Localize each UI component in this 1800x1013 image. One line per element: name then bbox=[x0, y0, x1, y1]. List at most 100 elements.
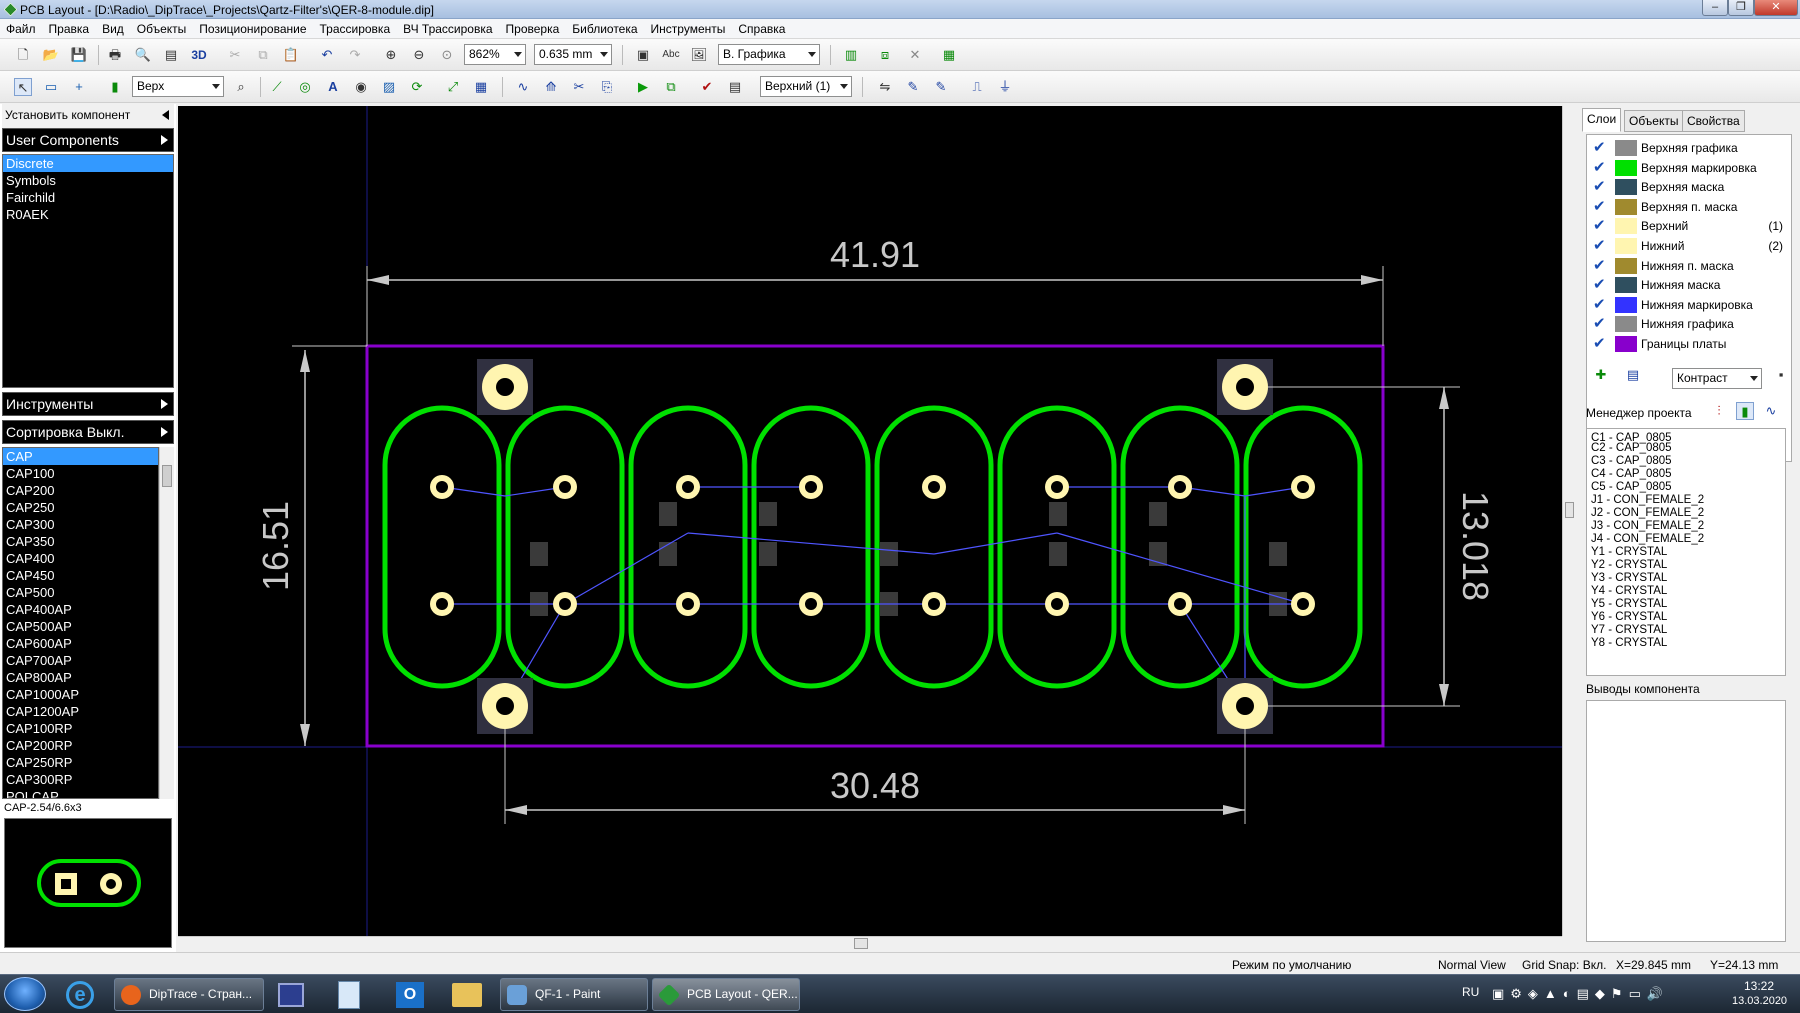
grid-icon[interactable]: ▦ bbox=[474, 79, 488, 94]
tools-header[interactable]: Инструменты bbox=[2, 392, 174, 416]
component-list-item[interactable]: CAP1200AP bbox=[6, 704, 79, 719]
via-icon[interactable]: ◎ bbox=[299, 79, 311, 94]
layer-color-swatch[interactable] bbox=[1615, 296, 1637, 313]
checkmark-icon[interactable]: ✔ bbox=[1593, 295, 1606, 313]
checkmark-icon[interactable]: ✔ bbox=[1593, 139, 1606, 156]
canvas-horizontal-scrollbar[interactable] bbox=[178, 936, 1562, 950]
layer-row[interactable]: ✔Нижний(2) bbox=[1591, 237, 1787, 256]
list-item[interactable]: Fairchild bbox=[6, 190, 56, 205]
component-list-scrollbar[interactable] bbox=[159, 447, 174, 799]
layer-row[interactable]: ✔Нижняя маска bbox=[1591, 276, 1787, 295]
layer-row[interactable]: ✔Верхняя маска bbox=[1591, 178, 1787, 197]
checkmark-icon[interactable]: ✔ bbox=[1593, 315, 1606, 333]
minimize-button[interactable]: – bbox=[1702, 0, 1728, 16]
part-list-item[interactable]: J4 - CON_FEMALE_2 bbox=[1591, 533, 1705, 545]
net-highlight-icon[interactable]: ⇋ bbox=[879, 79, 891, 94]
layer-icon[interactable]: ▮ bbox=[111, 79, 119, 94]
drc-check-icon[interactable]: ✔ bbox=[701, 79, 713, 94]
menu-tools[interactable]: Инструменты bbox=[650, 22, 726, 36]
net-edit-icon[interactable]: ✎ bbox=[907, 79, 919, 94]
board-outline-icon[interactable]: ▥ bbox=[844, 47, 858, 62]
component-list-item[interactable]: CAP100 bbox=[6, 466, 55, 481]
layer-color-swatch[interactable] bbox=[1615, 238, 1637, 254]
layer-color-swatch[interactable] bbox=[1615, 159, 1637, 176]
pm-nets-icon[interactable]: ∿ bbox=[1765, 403, 1777, 418]
unroute-icon[interactable]: ✕ bbox=[909, 47, 921, 62]
copper-pour-icon[interactable]: ▨ bbox=[382, 79, 396, 94]
checkmark-icon[interactable]: ✔ bbox=[1593, 276, 1606, 294]
scroll-thumb[interactable] bbox=[162, 465, 172, 487]
component-list-item[interactable]: CAP400AP bbox=[6, 602, 72, 617]
part-list-item[interactable]: Y4 - CRYSTAL bbox=[1591, 585, 1668, 597]
menu-rf-route[interactable]: ВЧ Трассировка bbox=[403, 22, 493, 36]
origin-icon[interactable]: + bbox=[75, 79, 83, 94]
layer-row[interactable]: ✔Верхняя маркировка bbox=[1591, 159, 1787, 178]
user-components-header[interactable]: User Components bbox=[2, 128, 174, 152]
part-list-item[interactable]: C1 - CAP_0805 bbox=[1591, 432, 1672, 444]
collapse-left-icon[interactable] bbox=[162, 110, 169, 120]
part-list-item[interactable]: J2 - CON_FEMALE_2 bbox=[1591, 507, 1705, 519]
part-list-item[interactable]: Y2 - CRYSTAL bbox=[1591, 559, 1668, 571]
diff-pair-icon[interactable]: ⏚ bbox=[998, 79, 1012, 94]
language-indicator[interactable]: RU bbox=[1462, 985, 1480, 999]
component-list-item[interactable]: CAP200 bbox=[6, 483, 55, 498]
menu-placement[interactable]: Позиционирование bbox=[199, 22, 307, 36]
redo-icon[interactable]: ↷ bbox=[349, 47, 361, 62]
part-list-item[interactable]: C2 - CAP_0805 bbox=[1591, 442, 1672, 454]
component-list-item[interactable]: CAP100RP bbox=[6, 721, 73, 736]
part-list-item[interactable]: J3 - CON_FEMALE_2 bbox=[1591, 520, 1705, 532]
layer-row[interactable]: ✔Нижняя п. маска bbox=[1591, 257, 1787, 276]
route-cut-icon[interactable]: ✂ bbox=[573, 79, 585, 94]
pm-filter-icon[interactable]: ⫶ bbox=[1717, 403, 1721, 418]
select-pointer-icon[interactable]: ↖ bbox=[14, 78, 32, 96]
paste-icon[interactable]: 📋 bbox=[282, 47, 300, 62]
route-copy-icon[interactable]: ⎘ bbox=[601, 79, 613, 94]
folder-icon[interactable] bbox=[452, 983, 482, 1007]
component-list-item[interactable]: CAP600AP bbox=[6, 636, 72, 651]
component-list-item[interactable]: CAP400 bbox=[6, 551, 55, 566]
part-list-item[interactable]: Y7 - CRYSTAL bbox=[1591, 624, 1668, 636]
component-list-item[interactable]: CAP bbox=[3, 448, 158, 465]
checkmark-icon[interactable]: ✔ bbox=[1593, 237, 1606, 254]
pan-icon[interactable]: ▭ bbox=[44, 79, 58, 94]
part-list-item[interactable]: Y6 - CRYSTAL bbox=[1591, 611, 1668, 623]
part-list-item[interactable]: Y8 - CRYSTAL bbox=[1591, 637, 1668, 649]
zoom-fit-icon[interactable]: ⊙ bbox=[441, 47, 453, 62]
save-icon[interactable]: 💾 bbox=[70, 47, 88, 62]
layer-row[interactable]: ✔Нижняя маркировка bbox=[1591, 296, 1787, 315]
autoroute-icon[interactable]: ⧈ bbox=[880, 47, 890, 62]
part-list-item[interactable]: C5 - CAP_0805 bbox=[1591, 481, 1672, 493]
length-tune-icon[interactable]: ⎍ bbox=[972, 79, 982, 94]
3d-view-icon[interactable]: 3D bbox=[191, 48, 207, 62]
find-binoculars-icon[interactable]: ⌕ bbox=[237, 79, 245, 94]
layer-color-swatch[interactable] bbox=[1615, 257, 1637, 274]
scroll-thumb[interactable] bbox=[854, 938, 868, 949]
start-button[interactable] bbox=[4, 977, 46, 1011]
text-icon[interactable]: Abc bbox=[662, 49, 680, 60]
part-list-item[interactable]: Y1 - CRYSTAL bbox=[1591, 546, 1668, 558]
pm-components-icon[interactable]: ▮ bbox=[1736, 402, 1754, 420]
library-list[interactable]: Discrete Symbols Fairchild R0AEK bbox=[2, 154, 174, 388]
zoom-out-icon[interactable]: ⊖ bbox=[413, 47, 425, 62]
new-file-icon[interactable]: 🗋 bbox=[17, 47, 29, 62]
component-list-item[interactable]: CAP300RP bbox=[6, 772, 73, 787]
component-pins-list[interactable] bbox=[1586, 700, 1786, 942]
checkmark-icon[interactable]: ✔ bbox=[1593, 217, 1606, 235]
layer-row[interactable]: ✔Нижняя графика bbox=[1591, 315, 1787, 334]
menu-view[interactable]: Вид bbox=[102, 22, 124, 36]
menu-verification[interactable]: Проверка bbox=[505, 22, 560, 36]
tab-properties[interactable]: Свойства bbox=[1682, 110, 1745, 132]
layer-color-swatch[interactable] bbox=[1615, 179, 1637, 196]
taskbar-app-paint[interactable]: QF-1 - Paint bbox=[500, 978, 648, 1011]
layer-row[interactable]: ✔Верхний(1) bbox=[1591, 217, 1787, 236]
component-list-item[interactable]: CAP350 bbox=[6, 534, 55, 549]
cut-icon[interactable]: ✂ bbox=[229, 47, 241, 62]
tab-layers[interactable]: Слои bbox=[1582, 108, 1622, 132]
component-list-item[interactable]: CAP300 bbox=[6, 517, 55, 532]
menu-edit[interactable]: Правка bbox=[48, 22, 90, 36]
tray-icons[interactable]: ▣⚙◈▲◐▤◆⚑▭🔊 bbox=[1492, 986, 1670, 1001]
calculator-icon[interactable] bbox=[338, 981, 360, 1009]
